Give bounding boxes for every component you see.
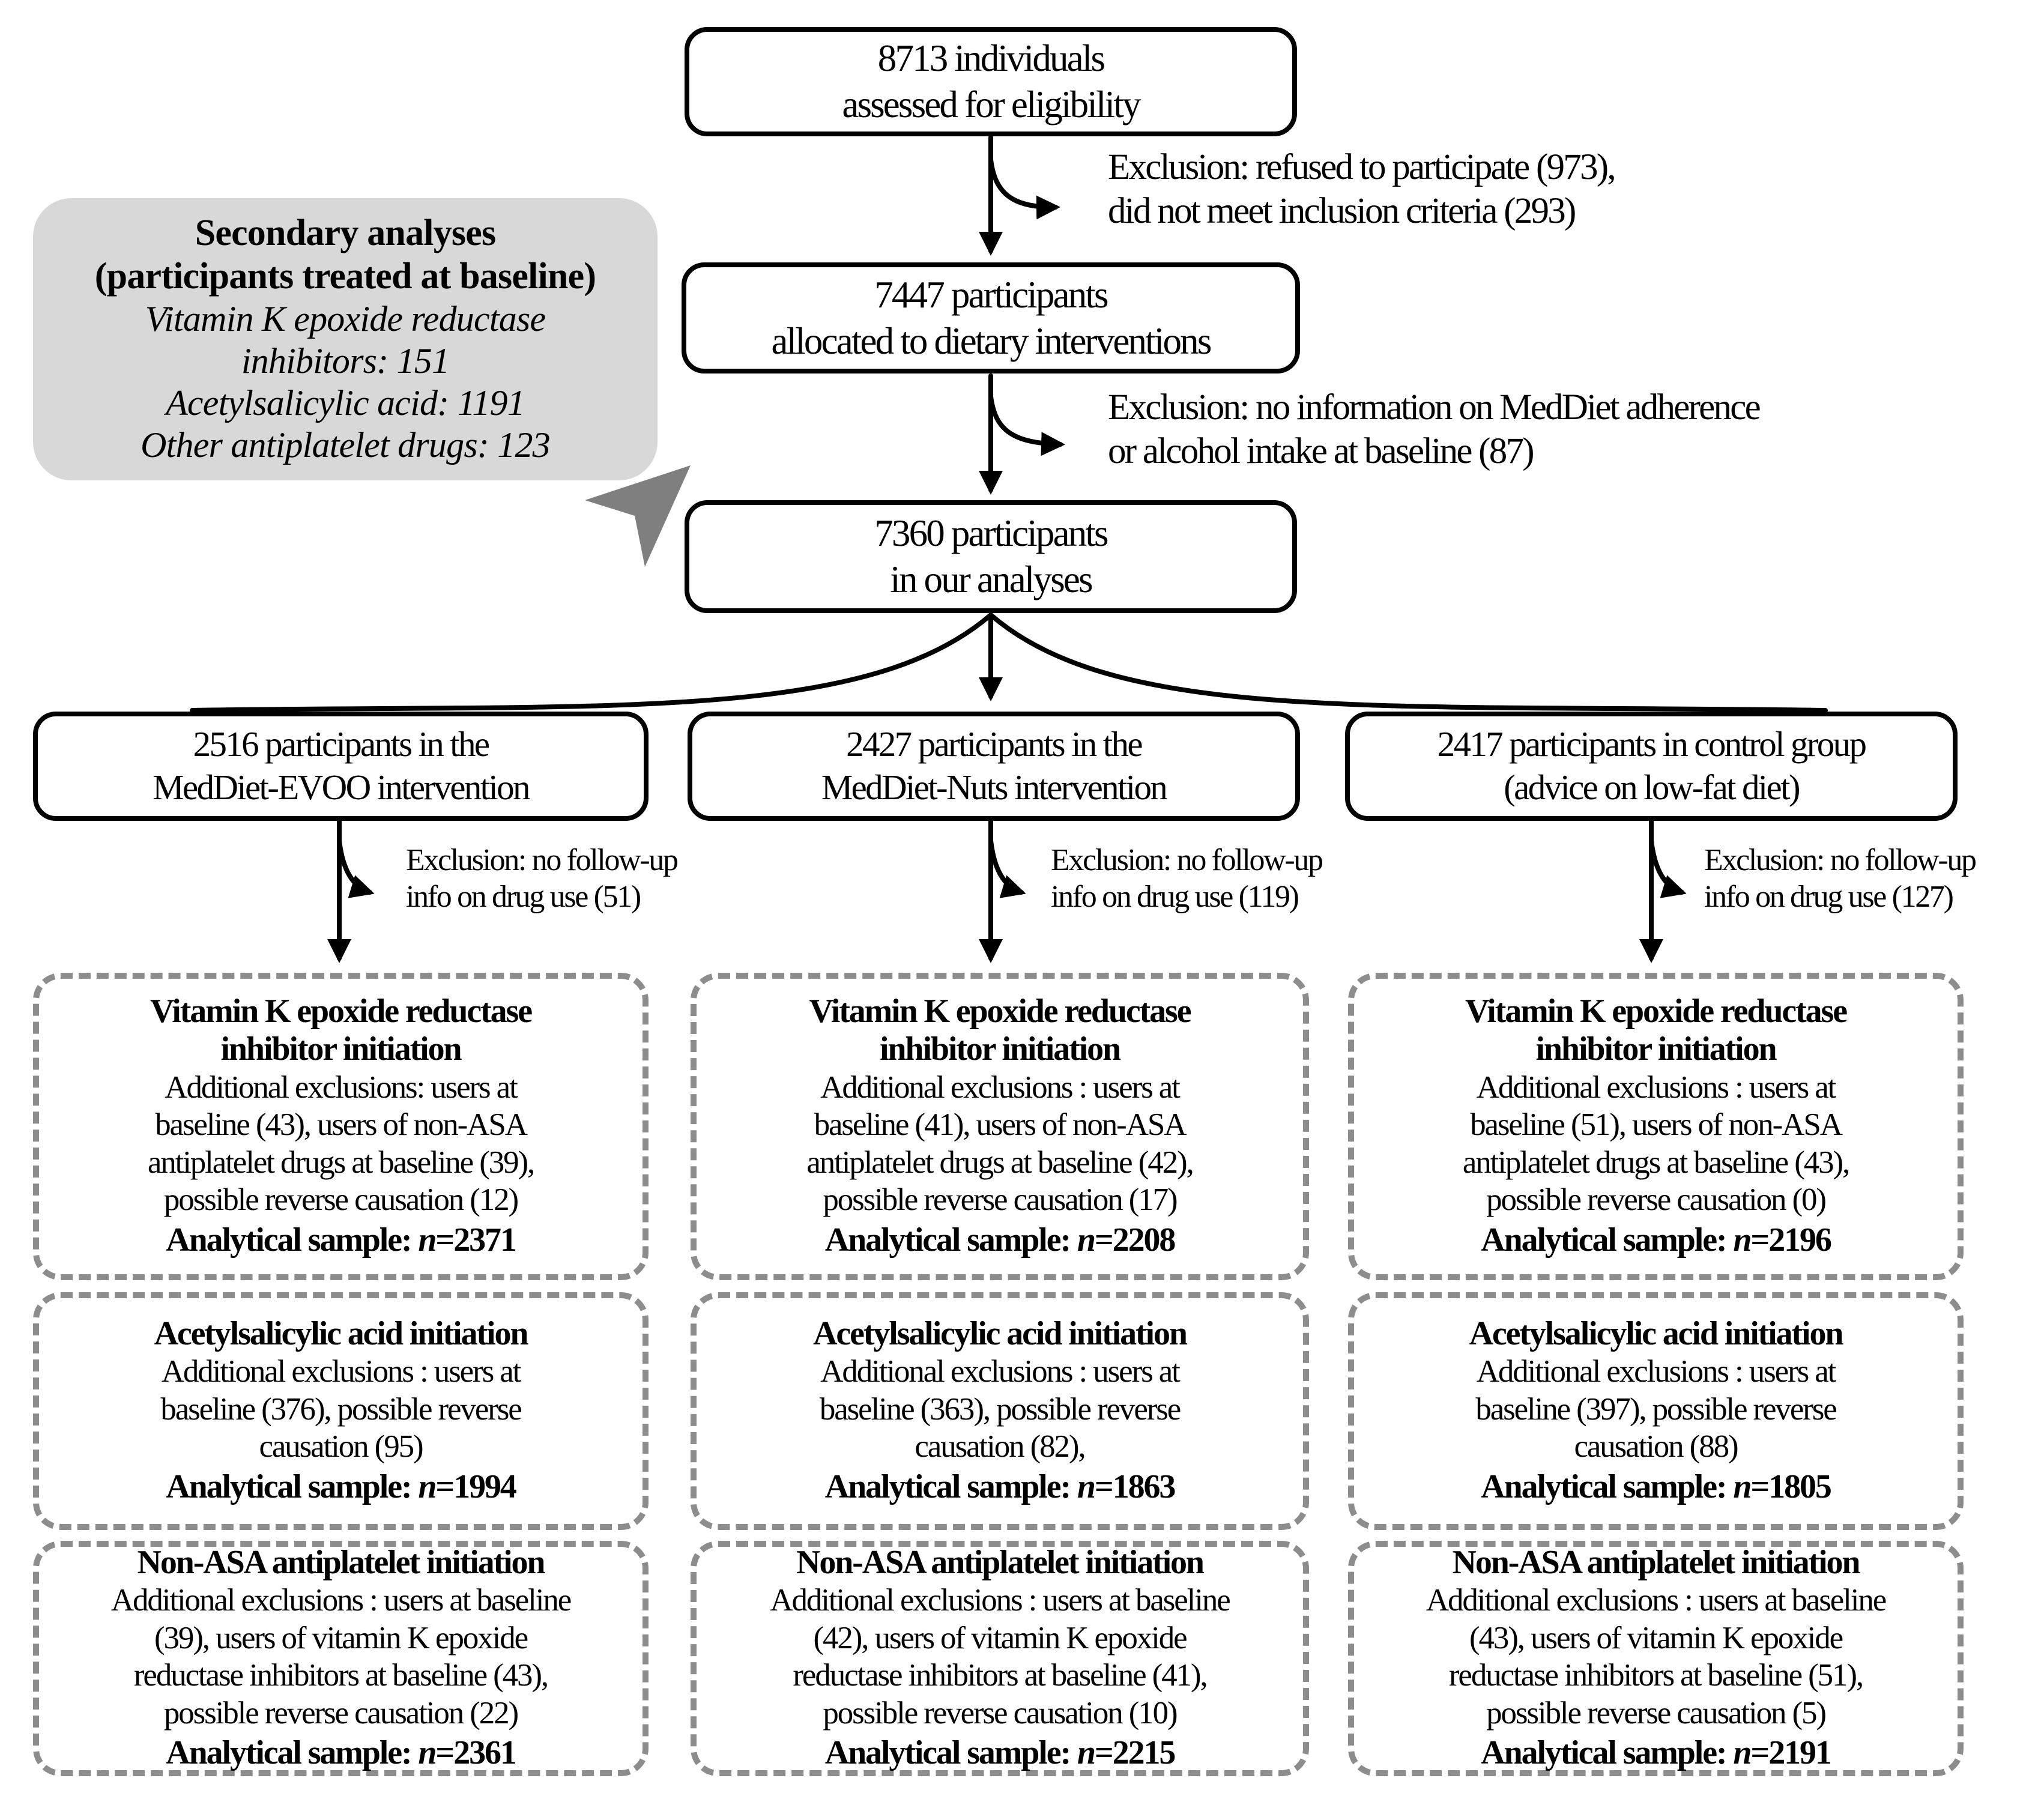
- gray-note-arrow-icon: [585, 465, 691, 567]
- outcome-box-asa-nuts: Acetylsalicylic acid initiation Addition…: [691, 1292, 1309, 1530]
- sample-value: =2371: [435, 1221, 516, 1259]
- analytical-sample: Analytical sample: n=1805: [1481, 1467, 1832, 1507]
- sample-n: n: [1733, 1734, 1752, 1772]
- arrow-evoo-exclusion: [337, 838, 375, 898]
- arrow-analyses-to-evoo: [190, 612, 993, 713]
- sample-label: Analytical sample:: [166, 1734, 419, 1772]
- secondary-analyses-note: Secondary analyses(participants treated …: [33, 198, 658, 480]
- sample-n: n: [1733, 1221, 1752, 1259]
- outcome-box-asa-evoo: Acetylsalicylic acid initiation Addition…: [33, 1292, 649, 1530]
- sample-value: =2361: [435, 1734, 516, 1772]
- outcome-body: Additional exclusions : users at baselin…: [1426, 1582, 1887, 1731]
- sample-value: =2191: [1750, 1734, 1831, 1772]
- sample-value: =2215: [1094, 1734, 1176, 1772]
- analytical-sample: Analytical sample: n=1994: [166, 1467, 517, 1507]
- outcome-box-nonasa-control: Non-ASA antiplatelet initiation Addition…: [1348, 1541, 1964, 1776]
- analytical-sample: Analytical sample: n=2361: [166, 1733, 517, 1773]
- sample-value: =2196: [1750, 1221, 1831, 1259]
- sample-label: Analytical sample:: [824, 1221, 1077, 1259]
- sample-n: n: [1077, 1734, 1096, 1772]
- analytical-sample: Analytical sample: n=2371: [166, 1220, 517, 1260]
- analytical-sample: Analytical sample: n=2215: [824, 1733, 1176, 1773]
- outcome-title: Non-ASA antiplatelet initiation: [1452, 1543, 1861, 1581]
- analytical-sample: Analytical sample: n=2196: [1481, 1220, 1832, 1260]
- sample-label: Analytical sample:: [1481, 1734, 1734, 1772]
- outcome-box-nonasa-nuts: Non-ASA antiplatelet initiation Addition…: [691, 1541, 1309, 1776]
- sample-value: =1994: [435, 1468, 516, 1505]
- outcome-title: Acetylsalicylic acid initiation: [1469, 1314, 1844, 1352]
- sample-n: n: [1733, 1468, 1752, 1505]
- sample-value: =1805: [1750, 1468, 1831, 1505]
- sample-label: Analytical sample:: [824, 1734, 1077, 1772]
- sample-n: n: [418, 1734, 437, 1772]
- outcome-box-nonasa-evoo: Non-ASA antiplatelet initiation Addition…: [33, 1541, 649, 1776]
- outcome-body: Additional exclusions : users at baselin…: [770, 1582, 1230, 1731]
- sample-n: n: [1077, 1221, 1096, 1259]
- analytical-sample: Analytical sample: n=1863: [824, 1467, 1176, 1507]
- sample-label: Analytical sample:: [1481, 1468, 1734, 1505]
- outcome-title: Non-ASA antiplatelet initiation: [796, 1543, 1205, 1581]
- outcome-title: Non-ASA antiplatelet initiation: [137, 1543, 546, 1581]
- arrow-analyses-to-control: [988, 612, 1828, 713]
- arrow-exclusion-2: [988, 394, 1065, 456]
- analytical-sample: Analytical sample: n=2191: [1481, 1733, 1832, 1773]
- sample-label: Analytical sample:: [1481, 1221, 1734, 1259]
- outcome-box-asa-control: Acetylsalicylic acid initiation Addition…: [1348, 1292, 1964, 1530]
- arrow-control-exclusion: [1649, 838, 1687, 898]
- secondary-analyses-title: Secondary analyses(participants treated …: [94, 213, 596, 297]
- outcome-body: Additional exclusions : users at baselin…: [110, 1582, 572, 1731]
- outcome-title: Acetylsalicylic acid initiation: [154, 1314, 529, 1352]
- arrow-nuts-exclusion: [988, 838, 1026, 898]
- sample-value: =1863: [1094, 1468, 1176, 1505]
- sample-label: Analytical sample:: [824, 1468, 1077, 1505]
- sample-n: n: [1077, 1468, 1096, 1505]
- exclusion-text-refused: Exclusion: refused to participate (973),…: [1108, 147, 1616, 232]
- sample-n: n: [418, 1468, 437, 1505]
- sample-label: Analytical sample:: [166, 1221, 419, 1259]
- analytical-sample: Analytical sample: n=2208: [824, 1220, 1176, 1260]
- outcome-title: Acetylsalicylic acid initiation: [813, 1314, 1188, 1352]
- box-control-group: 2417 participants in control group(advic…: [1345, 712, 1958, 821]
- sample-label: Analytical sample:: [166, 1468, 419, 1505]
- sample-value: =2208: [1094, 1221, 1176, 1259]
- arrow-exclusion-1: [988, 157, 1060, 220]
- exclusion-text-no-information: Exclusion: no information on MedDiet adh…: [1108, 387, 1761, 472]
- sample-n: n: [418, 1221, 437, 1259]
